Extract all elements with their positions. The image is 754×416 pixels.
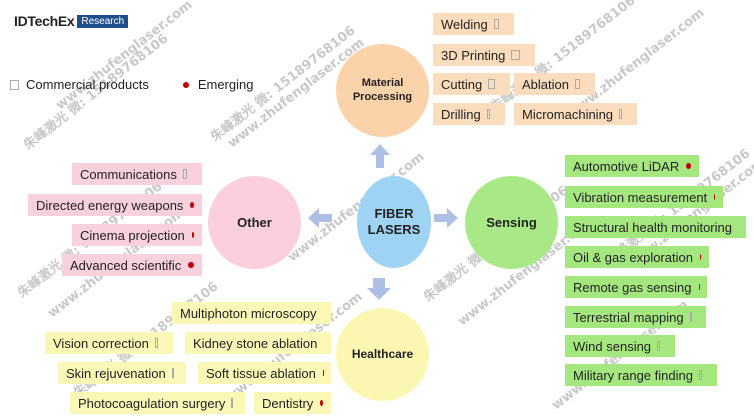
material-label-line2: Processing <box>352 90 413 103</box>
commercial-square-icon <box>493 19 499 29</box>
emerging-dot-icon <box>188 262 194 268</box>
material-tag: Cutting <box>433 73 510 95</box>
material-tag-label: Micromachining <box>522 106 614 122</box>
healthcare-tag-label: Kidney stone ablation <box>193 335 318 351</box>
emerging-dot-icon <box>699 254 701 260</box>
emerging-dot-icon <box>190 202 194 208</box>
emerging-dot-icon <box>686 163 691 169</box>
sensing-tag-label: Terrestrial mapping <box>573 309 684 325</box>
legend-emerging-label: Emerging <box>197 77 254 92</box>
other-tag: Cinema projection <box>72 224 202 246</box>
material-tag: 3D Printing <box>433 44 535 66</box>
healthcare-tag: Skin rejuvenation <box>58 362 186 384</box>
sensing-tag-label: Vibration measurement <box>573 189 708 205</box>
commercial-square-icon <box>154 338 158 348</box>
healthcare-tag-label: Vision correction <box>53 335 149 351</box>
healthcare-tag-label: Dentistry <box>262 395 314 411</box>
healthcare-tag-label: Multiphoton microscopy <box>180 305 317 321</box>
material-label-line1: Material <box>361 77 404 90</box>
arrow-up-icon <box>370 144 390 168</box>
material-tag: Ablation <box>514 73 595 95</box>
center-label-line2: LASERS <box>367 222 421 237</box>
sensing-tag-label: Remote gas sensing <box>573 279 692 295</box>
other-tag: Advanced scientific <box>62 254 202 276</box>
sensing-tag: Vibration measurement <box>565 186 723 208</box>
arrow-down-icon <box>367 278 391 300</box>
sensing-tag-label: Wind sensing <box>573 338 652 354</box>
arrow-right-icon <box>434 208 458 228</box>
material-tag: Micromachining <box>514 103 637 125</box>
sensing-tag: Automotive LiDAR <box>565 155 699 177</box>
sensing-tag-label: Automotive LiDAR <box>573 158 680 174</box>
legend: Commercial products Emerging <box>10 77 253 92</box>
sensing-tag-label: Military range finding <box>573 367 693 383</box>
commercial-square-icon <box>657 341 660 351</box>
healthcare-tag: Multiphoton microscopy <box>172 302 331 324</box>
brand-logo: IDTechEx Research <box>14 13 129 29</box>
healthcare-tag-label: Skin rejuvenation <box>66 365 166 381</box>
emerging-dot-icon <box>714 194 715 200</box>
sensing-tag-label: Oil & gas exploration <box>573 249 693 265</box>
other-tag-label: Advanced scientific <box>70 257 182 273</box>
sensing-tag: Structural health monitoring <box>565 216 746 238</box>
other-tag: Directed energy weapons <box>28 194 202 216</box>
sensing-tag: Wind sensing <box>565 335 675 357</box>
emerging-dot-icon <box>191 232 194 238</box>
other-node: Other <box>208 176 301 269</box>
commercial-square-icon <box>511 50 520 60</box>
commercial-square-icon <box>10 79 19 90</box>
other-tag-label: Cinema projection <box>80 227 185 243</box>
healthcare-tag: Vision correction <box>45 332 173 354</box>
commercial-square-icon <box>171 368 174 378</box>
commercial-square-icon <box>486 109 490 119</box>
healthcare-label: Healthcare <box>351 347 414 362</box>
commercial-square-icon <box>689 312 692 322</box>
brand-name: IDTechEx <box>14 13 75 29</box>
brand-tag: Research <box>77 14 129 28</box>
healthcare-tag: Dentistry <box>254 392 331 414</box>
material-tag: Drilling <box>433 103 505 125</box>
arrow-left-icon <box>308 208 332 228</box>
commercial-square-icon <box>231 398 234 408</box>
commercial-square-icon <box>488 79 495 89</box>
legend-commercial-label: Commercial products <box>26 77 149 92</box>
sensing-tag: Oil & gas exploration <box>565 246 709 268</box>
healthcare-node: Healthcare <box>336 308 429 401</box>
material-tag-label: Welding <box>441 16 488 32</box>
sensing-tag: Military range finding <box>565 364 717 386</box>
material-tag-label: Drilling <box>441 106 481 122</box>
sensing-tag-label: Structural health monitoring <box>573 219 732 235</box>
emerging-dot-icon <box>182 81 189 88</box>
sensing-node: Sensing <box>465 176 558 269</box>
watermark-cn: 朱峰激光 微: 15189768106 <box>20 30 172 153</box>
healthcare-tag: Soft tissue ablation <box>198 362 331 384</box>
commercial-square-icon <box>574 79 580 89</box>
other-tag-label: Communications <box>80 166 177 182</box>
healthcare-tag: Kidney stone ablation <box>185 332 331 354</box>
healthcare-tag-label: Soft tissue ablation <box>206 365 316 381</box>
healthcare-tag-label: Photocoagulation surgery <box>78 395 226 411</box>
commercial-square-icon <box>182 169 187 179</box>
commercial-square-icon <box>619 109 622 119</box>
healthcare-tag: Photocoagulation surgery <box>70 392 245 414</box>
commercial-square-icon <box>698 370 702 380</box>
center-label-line1: FIBER <box>374 206 414 222</box>
other-tag: Communications <box>72 163 202 185</box>
material-tag: Welding <box>433 13 514 35</box>
emerging-dot-icon <box>320 400 323 406</box>
material-tag-label: Ablation <box>522 76 569 92</box>
other-tag-label: Directed energy weapons <box>36 197 184 213</box>
sensing-label: Sensing <box>486 214 537 230</box>
material-tag-label: Cutting <box>441 76 483 92</box>
other-label: Other <box>237 214 272 230</box>
material-tag-label: 3D Printing <box>441 47 506 63</box>
sensing-tag: Terrestrial mapping <box>565 306 706 328</box>
sensing-tag: Remote gas sensing <box>565 276 707 298</box>
